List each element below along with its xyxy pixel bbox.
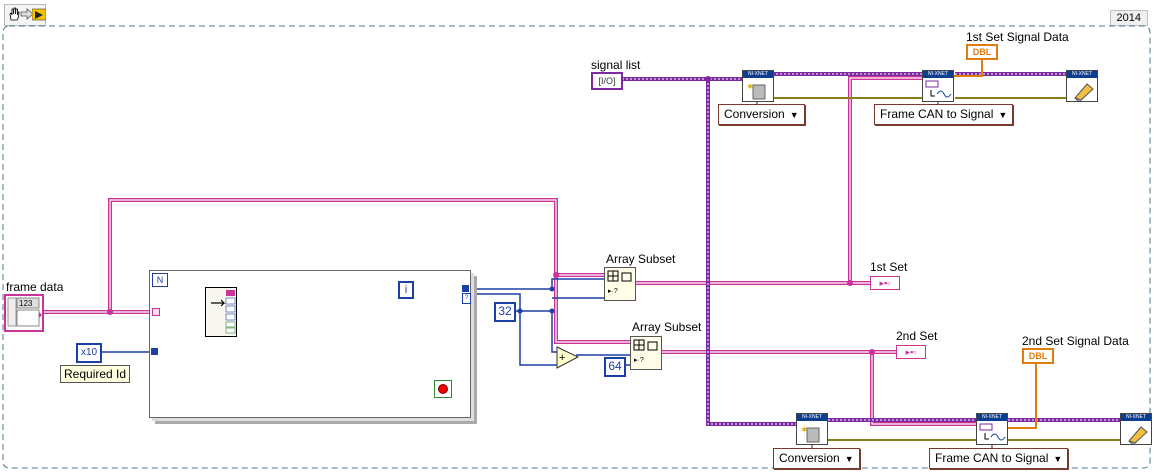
top-conversion-ring[interactable]: Frame CAN to Signal ▼ xyxy=(874,104,1014,125)
while-loop: N ? xyxy=(149,270,471,418)
array-subset-2-node[interactable]: ▸·? xyxy=(630,336,662,370)
offset-64-constant[interactable]: 64 xyxy=(604,357,626,377)
bottom-conversion-ring[interactable]: Frame CAN to Signal ▼ xyxy=(929,448,1069,469)
array-subset-2-label: Array Subset xyxy=(632,320,702,334)
second-set-signal-data-label: 2nd Set Signal Data xyxy=(1022,334,1129,348)
array-subset-icon-2: ▸·? xyxy=(633,339,658,364)
frame-data-label: frame data xyxy=(6,280,64,294)
svg-text:✶: ✶ xyxy=(800,425,808,436)
hand-icon[interactable] xyxy=(7,7,21,21)
dbl-1-text: DBL xyxy=(972,47,992,57)
svg-text:▸·?: ▸·? xyxy=(634,357,644,364)
svg-text:+: + xyxy=(559,352,565,364)
create-session-icon-2: ✶ xyxy=(800,425,820,443)
unbundle-icon xyxy=(211,290,236,334)
second-set-signal-data-indicator[interactable]: DBL xyxy=(1022,348,1054,364)
subset-length-constant[interactable]: 32 xyxy=(494,302,516,322)
loop-tunnel xyxy=(152,308,160,316)
stop-icon xyxy=(438,384,448,394)
frame-data-control[interactable]: 123 xyxy=(4,294,44,332)
index-tunnel-2: ? xyxy=(462,293,471,304)
first-set-signal-data-label: 1st Set Signal Data xyxy=(966,30,1069,44)
subset-output-wires xyxy=(636,76,976,426)
xnet-create-session-bottom[interactable]: NI-XNET ✶ xyxy=(796,413,828,445)
loop-n-terminal: N xyxy=(152,273,168,287)
svg-text:▸·?: ▸·? xyxy=(608,288,618,295)
error-wires xyxy=(772,97,1120,441)
svg-text:✶: ✶ xyxy=(746,82,754,93)
create-session-icon: ✶ xyxy=(746,82,766,100)
signal-list-label: signal list xyxy=(591,58,641,72)
version-tab: 2014 xyxy=(1109,10,1148,26)
xnet-clear-top[interactable]: NI-XNET xyxy=(1066,70,1098,102)
signal-list-constant[interactable]: [I/O] xyxy=(591,72,623,90)
xnet-create-session-top[interactable]: NI-XNET ✶ xyxy=(742,70,774,102)
top-mode-ring-label: Conversion xyxy=(724,107,785,121)
dbl-2-text: DBL xyxy=(1028,351,1048,361)
bottom-mode-ring-label: Conversion xyxy=(779,451,840,465)
frame-unbundle-node[interactable] xyxy=(205,287,237,337)
dropdown-arrow-icon: ▼ xyxy=(1053,454,1063,464)
xnet-convert-top[interactable]: NI-XNET xyxy=(922,70,954,102)
required-id-constant[interactable]: x10 xyxy=(76,343,102,363)
eraser-icon xyxy=(1074,83,1094,102)
dropdown-arrow-icon: ▼ xyxy=(844,454,854,464)
loop-index-terminal: i xyxy=(398,281,414,299)
index-tunnel xyxy=(462,285,469,292)
first-set-signal-data-indicator[interactable]: DBL xyxy=(966,44,998,60)
convert-frame-signal-icon xyxy=(925,80,952,98)
array-subset-1-label: Array Subset xyxy=(606,252,676,266)
dropdown-arrow-icon: ▼ xyxy=(789,110,799,120)
required-id-label: Required Id xyxy=(60,365,131,383)
array-subset-icon: ▸·? xyxy=(607,270,632,295)
first-set-label: 1st Set xyxy=(870,260,908,274)
diagram-boundary xyxy=(2,25,1151,469)
dropdown-arrow-icon: ▼ xyxy=(998,110,1008,120)
first-set-indicator[interactable]: ▸▪▫ xyxy=(870,276,900,290)
xnet-clear-bottom[interactable]: NI-XNET xyxy=(1120,413,1152,445)
add-function: + xyxy=(556,346,580,369)
svg-text:123: 123 xyxy=(19,299,33,308)
convert-frame-signal-icon-2 xyxy=(979,423,1006,441)
array-subset-1-node[interactable]: ▸·? xyxy=(604,267,636,301)
top-mode-ring[interactable]: Conversion ▼ xyxy=(718,104,805,125)
bottom-mode-ring[interactable]: Conversion ▼ xyxy=(773,448,860,469)
bottom-conversion-ring-label: Frame CAN to Signal xyxy=(935,451,1049,465)
eraser-icon-2 xyxy=(1128,426,1148,445)
frame-cluster-icon: 123 xyxy=(7,297,42,327)
xnet-convert-bottom[interactable]: NI-XNET xyxy=(976,413,1008,445)
id-tunnel xyxy=(151,348,158,355)
stop-terminal[interactable] xyxy=(434,380,452,398)
top-conversion-ring-label: Frame CAN to Signal xyxy=(880,107,994,121)
second-set-label: 2nd Set xyxy=(896,329,938,343)
run-icon[interactable] xyxy=(32,7,46,21)
arrow-icon[interactable] xyxy=(20,7,34,21)
second-set-indicator[interactable]: ▸▪▫ xyxy=(896,345,926,359)
